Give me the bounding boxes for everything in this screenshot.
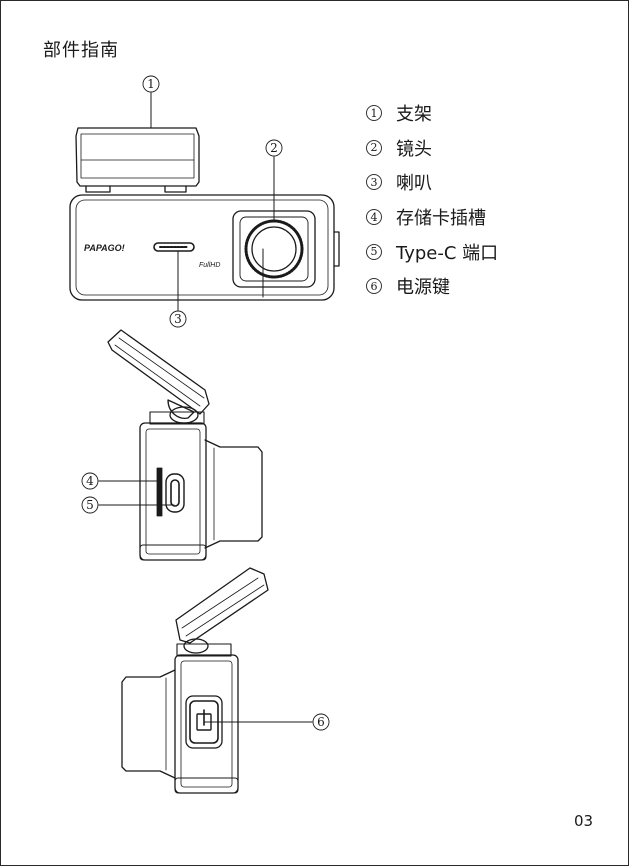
callout-4: 4: [86, 474, 94, 488]
side-body: [139, 422, 207, 561]
legend-number: 4: [366, 209, 382, 226]
usb-c-port: [165, 473, 185, 513]
legend-item: 5 Type-C 端口: [366, 234, 498, 269]
side-body-2: [174, 654, 239, 794]
legend-label: 存储卡插槽: [396, 208, 486, 230]
legend-label: Type-C 端口: [396, 242, 499, 264]
side-view-ports: 4 5: [81, 329, 263, 561]
legend-item: 3 喇叭: [366, 165, 498, 200]
sd-card-slot: [156, 467, 163, 517]
legend-item: 1 支架: [366, 96, 498, 131]
legend-item: 6 电源键: [366, 269, 498, 304]
brand-logo: PAPAGO!: [84, 243, 125, 253]
callout-2: 2: [270, 141, 278, 155]
page-number: 03: [574, 812, 594, 830]
lens: [251, 226, 297, 272]
mount-bracket: [75, 127, 200, 187]
fullhd-badge: FullHD: [199, 262, 220, 269]
callout-3: 3: [174, 312, 182, 326]
front-view: PAPAGO! FullHD 1 2 3: [69, 75, 340, 328]
legend-label: 镜头: [396, 138, 432, 160]
lens-ring: [244, 219, 304, 279]
legend-number: 3: [366, 174, 382, 191]
callout-6: 6: [317, 715, 325, 729]
legend-number: 5: [366, 243, 382, 260]
legend-label: 电源键: [396, 277, 450, 299]
legend-number: 2: [366, 139, 382, 156]
legend-item: 2 镜头: [366, 131, 498, 166]
legend-item: 4 存储卡插槽: [366, 200, 498, 235]
legend-number: 6: [366, 278, 382, 295]
page-title: 部件指南: [43, 40, 119, 61]
legend-number: 1: [366, 105, 382, 122]
tilted-mount-2: [175, 567, 269, 644]
legend-label: 喇叭: [396, 173, 432, 195]
tilted-mount: [107, 329, 210, 415]
callout-1: 1: [147, 77, 155, 91]
legend-label: 支架: [396, 104, 432, 126]
speaker-grille: [153, 242, 195, 252]
side-view-power: 6: [121, 567, 330, 794]
camera-body: [69, 194, 335, 301]
callout-5: 5: [86, 498, 94, 512]
parts-legend: 1 支架 2 镜头 3 喇叭 4 存储卡插槽 5 Type-C 端口 6 电源键: [366, 96, 498, 304]
